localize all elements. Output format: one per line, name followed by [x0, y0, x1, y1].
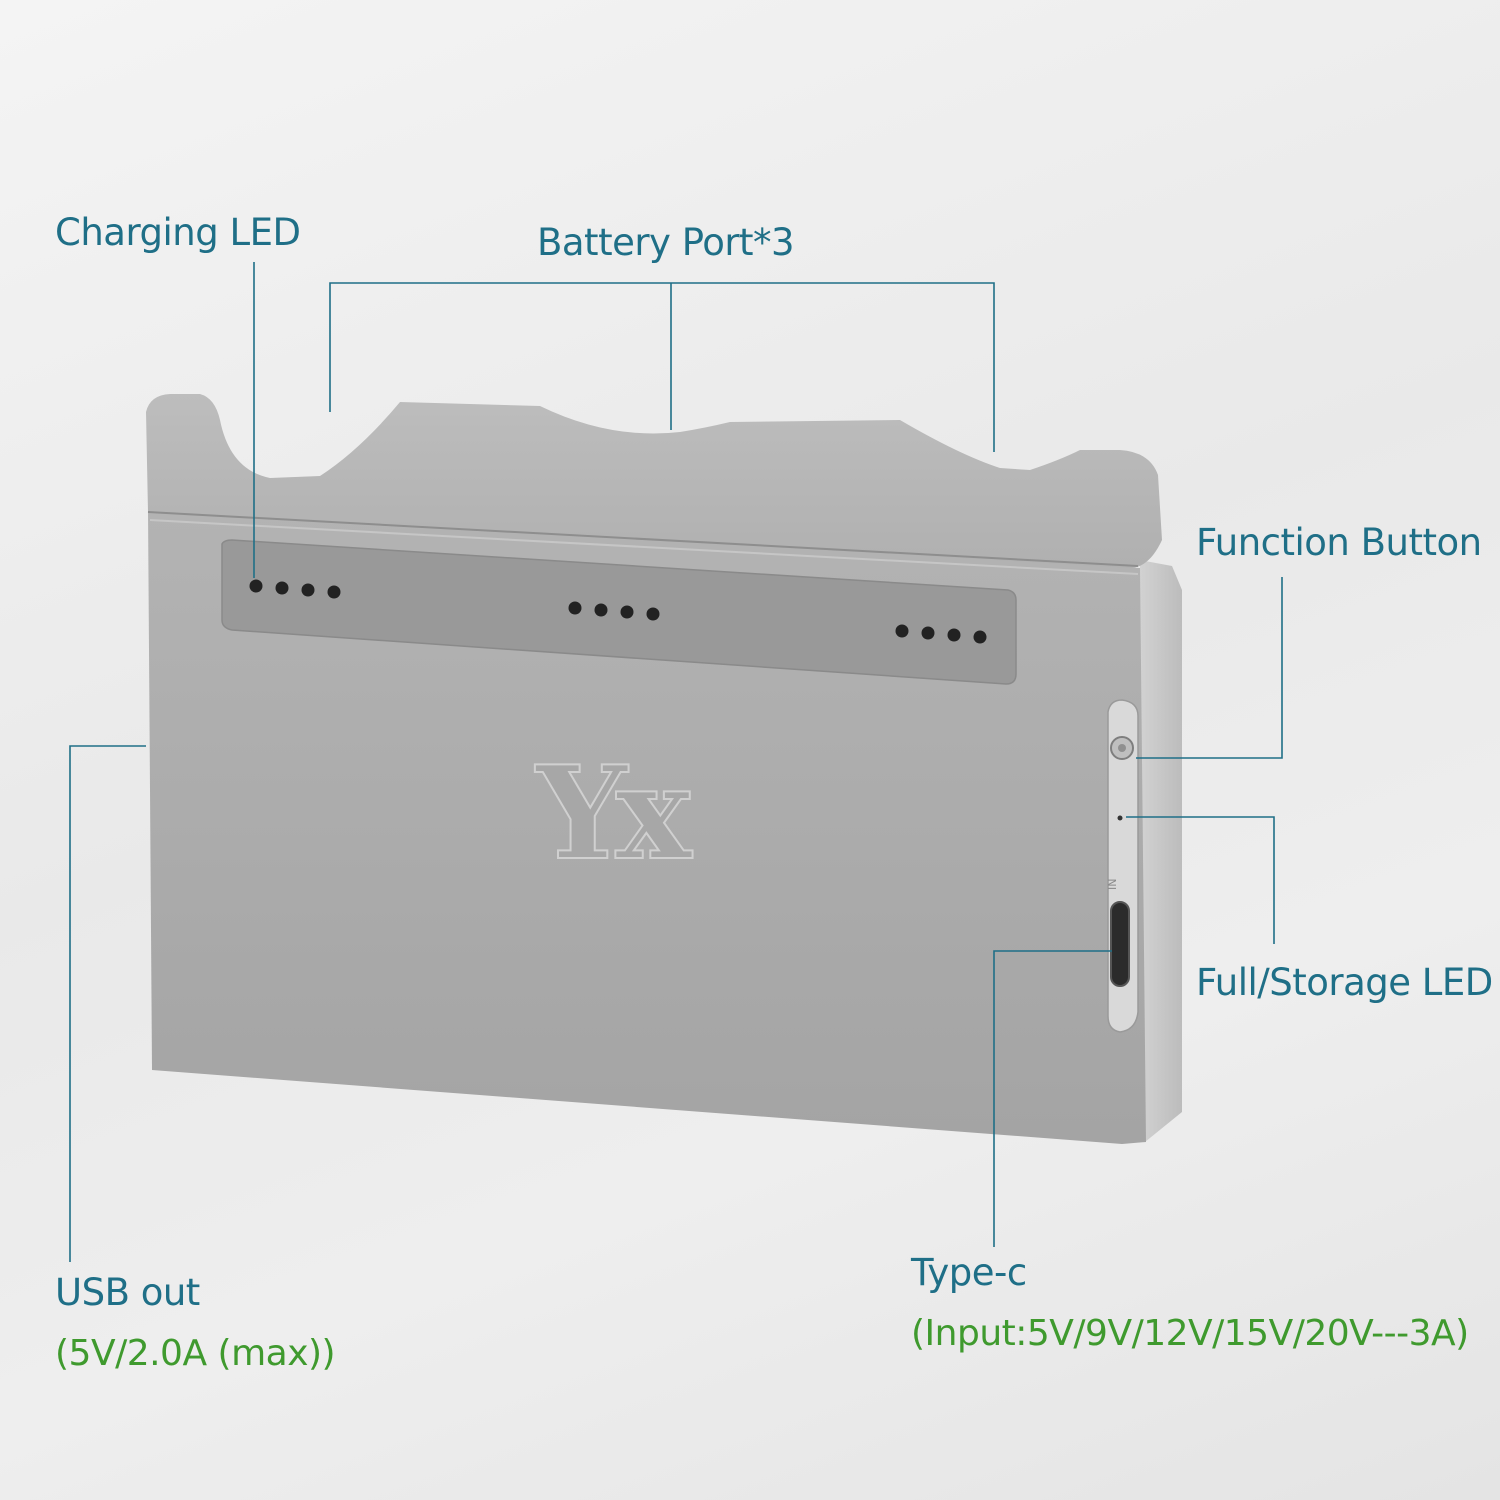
usb-out-leader: [69, 745, 146, 1262]
charging-led-dot: [646, 607, 660, 621]
charging-led-dot: [973, 630, 987, 644]
side-control-panel: IN: [1106, 699, 1139, 1033]
charging-led-dot: [620, 605, 634, 619]
type-c-spec: (Input:5V/9V/12V/15V/20V---3A): [911, 1313, 1469, 1354]
full-storage-led-leader: [1126, 816, 1275, 944]
function-button-label: Function Button: [1196, 521, 1482, 564]
charging-led-dot: [921, 626, 935, 640]
charging-led-dot: [568, 601, 582, 615]
charging-led-dot: [947, 628, 961, 642]
full-storage-led-label: Full/Storage LED: [1196, 961, 1493, 1004]
usb-out-spec: (5V/2.0A (max)): [55, 1333, 336, 1374]
leader-lines: [69, 262, 1283, 1262]
usb-out-label: USB out: [55, 1271, 200, 1314]
device-side-face: [1140, 560, 1182, 1142]
led-group-1: [249, 579, 341, 599]
charging-led-dot: [327, 585, 341, 599]
type-c-port: [1110, 901, 1130, 987]
charging-led-dot: [275, 581, 289, 595]
brand-logo: Yx: [534, 739, 693, 889]
charging-led-dot: [301, 583, 315, 597]
port-in-marking: IN: [1106, 879, 1119, 890]
top-seam-line: [147, 511, 1139, 567]
battery-port-leader: [329, 282, 995, 452]
type-c-leader: [993, 950, 1112, 1247]
charging-led-label: Charging LED: [55, 211, 301, 254]
charging-led-dot: [895, 624, 909, 638]
led-group-3: [895, 624, 987, 644]
device-top-cover: [146, 394, 1162, 568]
function-button-leader: [1136, 577, 1283, 759]
battery-port-label: Battery Port*3: [537, 221, 795, 264]
full-storage-led: [1117, 815, 1123, 821]
led-group-2: [568, 601, 660, 621]
led-window: [221, 539, 1017, 685]
type-c-label: Type-c: [911, 1251, 1027, 1294]
charging-led-dot: [249, 579, 263, 593]
charging-led-dot: [594, 603, 608, 617]
